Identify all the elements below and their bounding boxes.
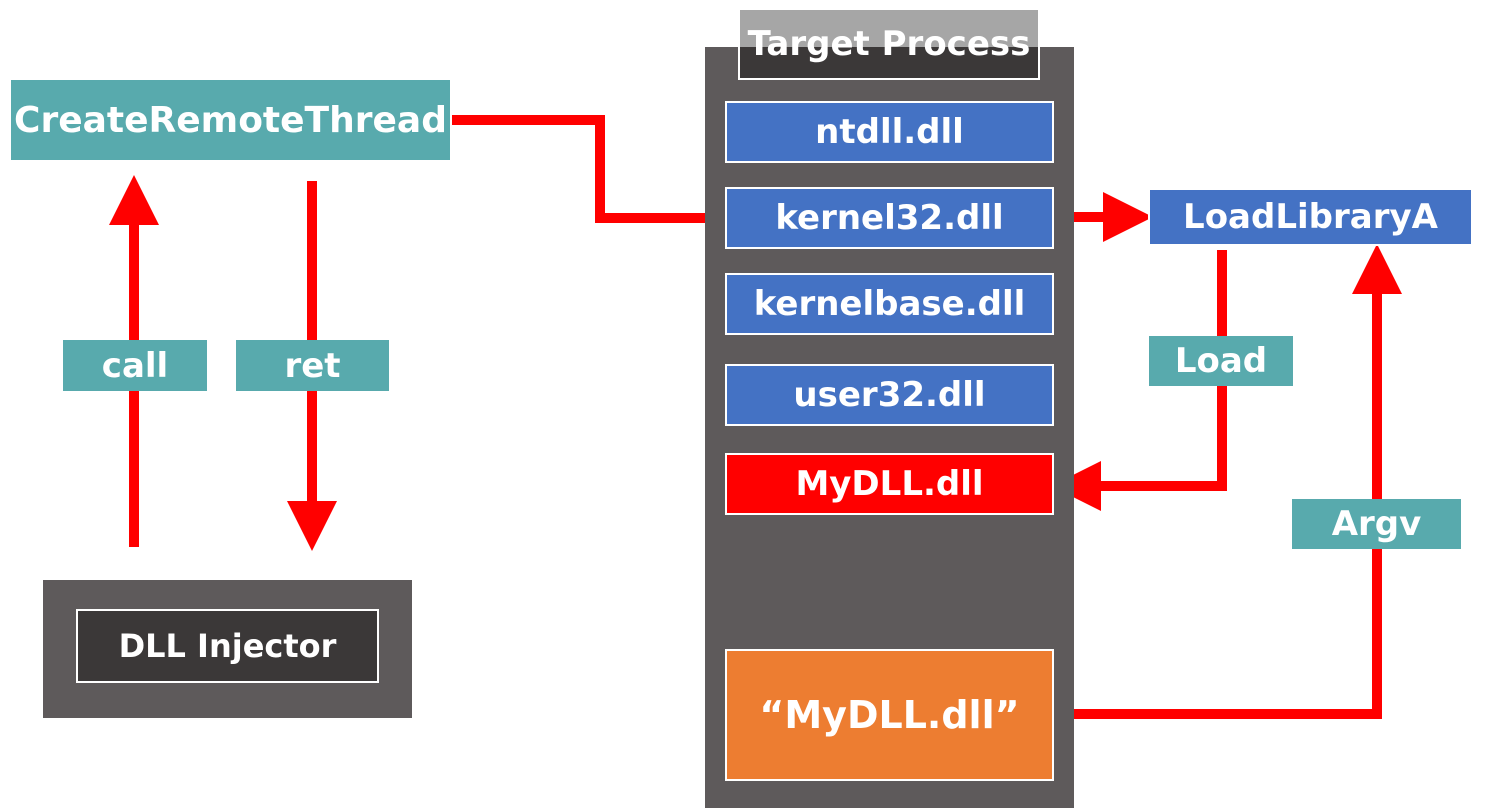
module-kernel32: kernel32.dll <box>725 187 1054 249</box>
call-label: call <box>63 340 207 391</box>
connector-crt-to-kernel32 <box>452 115 725 223</box>
target-process-title: Target Process <box>738 8 1040 80</box>
loadlibrarya-box: LoadLibraryA <box>1148 188 1473 246</box>
dll-injector-label: DLL Injector <box>76 609 379 683</box>
module-kernelbase: kernelbase.dll <box>725 273 1054 335</box>
ret-label: ret <box>236 340 389 391</box>
arrow-load-to-mydll <box>1051 250 1227 511</box>
module-user32: user32.dll <box>725 364 1054 426</box>
module-ntdll: ntdll.dll <box>725 101 1054 163</box>
dll-path-string: “MyDLL.dll” <box>725 649 1054 781</box>
arrow-argv-to-loadlibrary <box>1054 244 1402 719</box>
module-injected-mydll: MyDLL.dll <box>725 453 1054 515</box>
create-remote-thread-box: CreateRemoteThread <box>11 80 450 160</box>
argv-label: Argv <box>1292 499 1461 549</box>
load-label: Load <box>1149 336 1293 386</box>
